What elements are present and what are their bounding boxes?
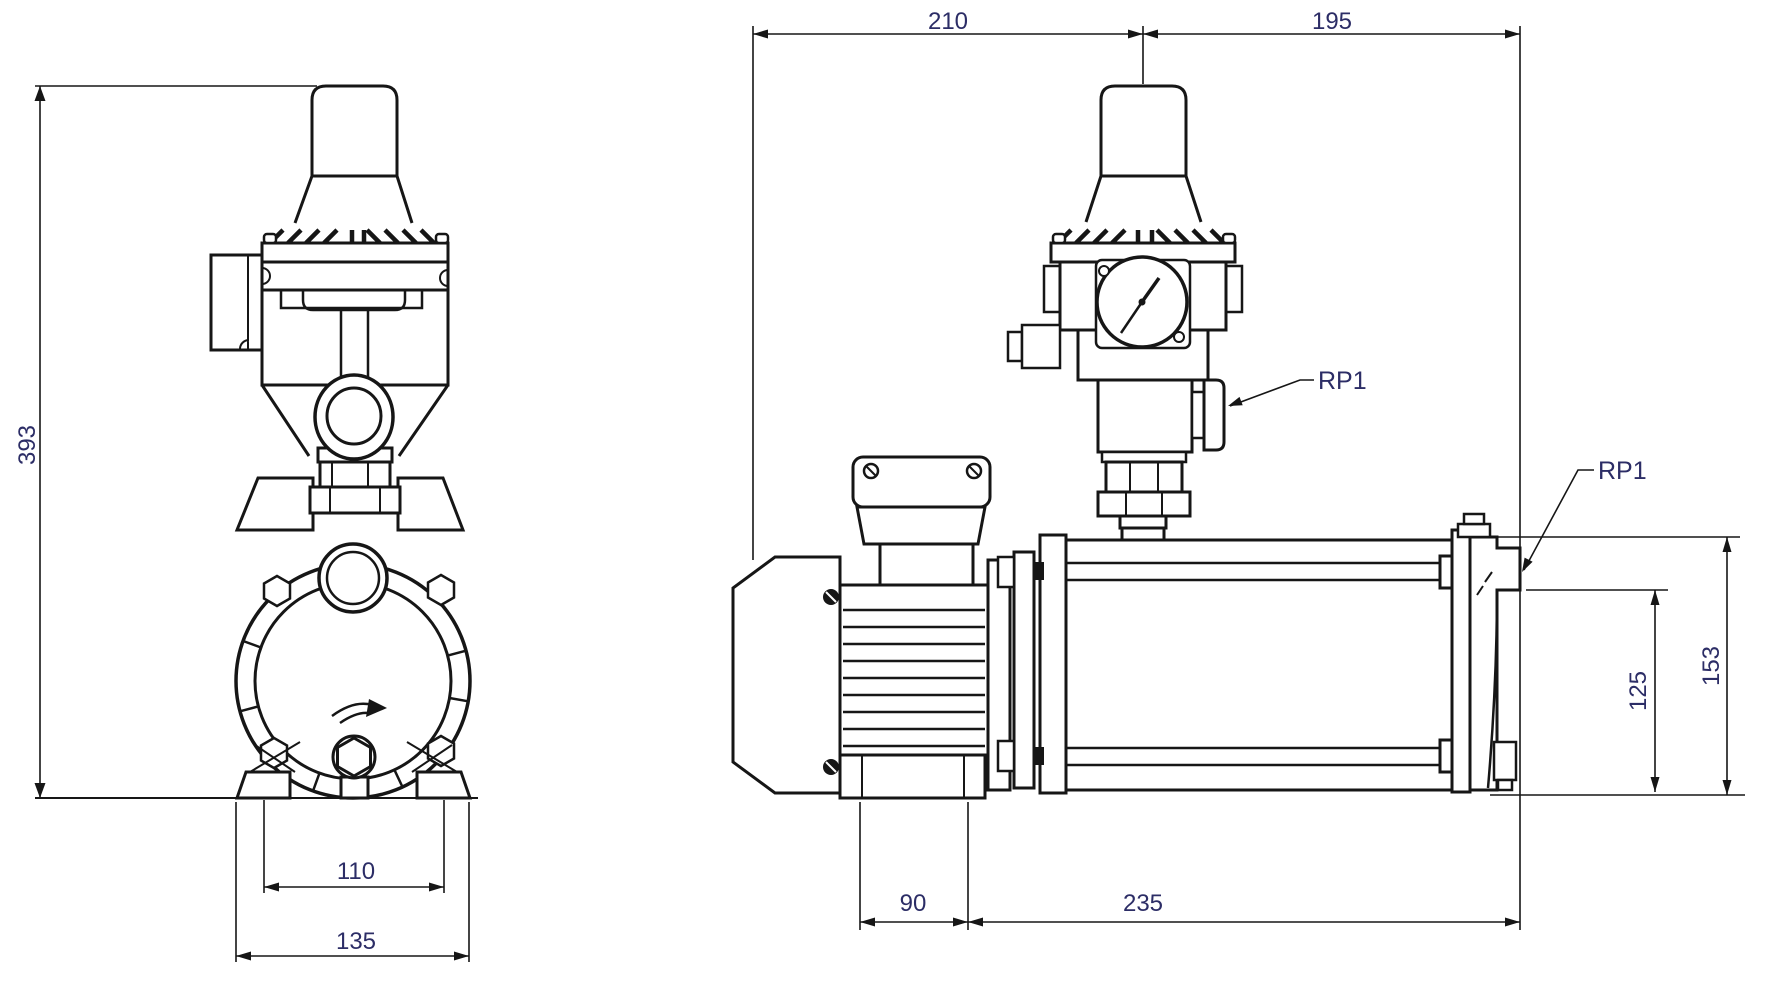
drain-plug-boss (339, 775, 370, 800)
casing-bolts (259, 573, 456, 770)
dim-base-width-135: 135 (336, 928, 376, 955)
dim-axis-to-port-195: 195 (1312, 8, 1352, 35)
pressure-controller-front (209, 84, 450, 457)
terminal-box (851, 455, 992, 587)
label-rp1-end: RP1 (1598, 457, 1647, 485)
pressure-controller-side (1006, 84, 1244, 542)
cooling-fins-front (260, 228, 450, 264)
cable-gland (1006, 330, 1024, 363)
dim-foot-length-90: 90 (900, 890, 927, 917)
label-rp1-top: RP1 (1318, 367, 1367, 395)
leader-rp1-top (1228, 379, 1314, 407)
dimension-labels: 393 110 135 210 195 90 235 125 153 RP1 R… (14, 8, 1725, 955)
drain-plug (331, 734, 377, 780)
motor-foot (838, 753, 987, 800)
pump-cylinder (1064, 538, 1454, 792)
end-plug (1492, 740, 1518, 782)
dim-body-height-153: 153 (1698, 646, 1725, 686)
front-view (209, 84, 473, 800)
rotation-arrow (331, 699, 387, 725)
tie-rods (1066, 561, 1440, 767)
foot-left (234, 770, 292, 800)
side-view (731, 84, 1594, 800)
foot-right (415, 770, 473, 800)
dim-foot-to-port-235: 235 (1123, 890, 1163, 917)
motor (731, 455, 1012, 800)
dim-height-393: 393 (14, 425, 41, 465)
controller-side-port (1190, 378, 1226, 452)
pump-body-side (996, 512, 1522, 795)
pressure-gauge (1094, 255, 1192, 350)
dimension-lines (34, 26, 1745, 962)
dim-port-height-125: 125 (1625, 671, 1652, 711)
pipe-ring-inner (325, 386, 383, 446)
dim-rear-to-axis-210: 210 (928, 8, 968, 35)
pump-end-plate (1450, 528, 1472, 794)
dim-hole-spacing-110: 110 (337, 858, 375, 885)
pump-casing-front (234, 542, 473, 800)
leader-rp1-end (1522, 469, 1594, 572)
motor-rear-cover (731, 555, 842, 795)
discharge-union-front (234, 373, 466, 532)
